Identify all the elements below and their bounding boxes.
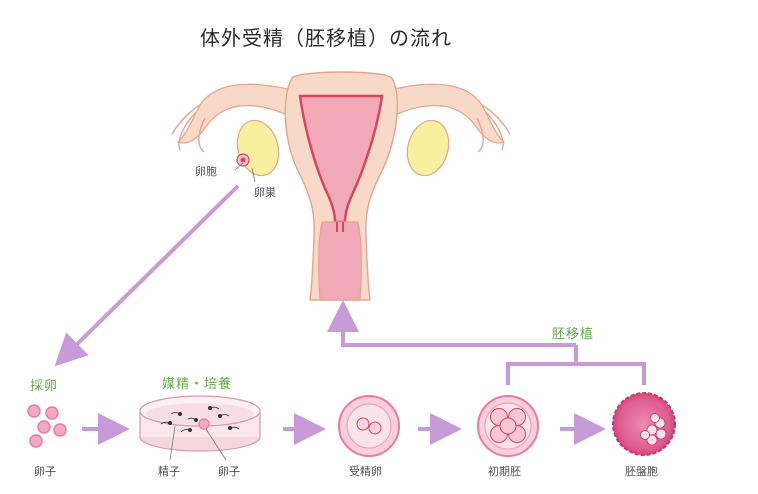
sperm-label: 精子 <box>158 465 180 478</box>
eggs-icon <box>27 404 67 448</box>
blastocyst-label: 胚盤胞 <box>625 465 658 478</box>
blastocyst-icon <box>612 392 676 456</box>
uterus-illustration <box>171 71 511 301</box>
fertilized-egg-label: 受精卵 <box>349 465 382 478</box>
diagram-title: 体外受精（胚移植）の流れ <box>200 26 452 50</box>
egg-label: 卵子 <box>34 465 56 478</box>
egg-in-dish <box>198 418 210 430</box>
petri-dish-icon <box>139 395 261 461</box>
embryo-transfer-label: 胚移植 <box>552 327 595 342</box>
follicle-label: 卵胞 <box>195 165 217 178</box>
ovary-label: 卵巣 <box>254 186 276 199</box>
egg-in-dish-label: 卵子 <box>218 465 240 478</box>
early-embryo-label: 初期胚 <box>488 465 521 478</box>
early-embryo-icon <box>477 395 539 457</box>
egg-retrieval-label: 採卵 <box>30 379 59 394</box>
transfer-bracket <box>506 362 646 385</box>
ovary-left <box>236 119 280 177</box>
fertilized-egg-icon <box>338 395 400 457</box>
insemination-culture-label: 媒精・培養 <box>162 377 233 392</box>
arrow-to-uterus <box>327 300 576 347</box>
arrow-to-retrieval <box>54 184 240 367</box>
ovary-right <box>406 119 450 177</box>
flow-arrows <box>54 184 646 445</box>
